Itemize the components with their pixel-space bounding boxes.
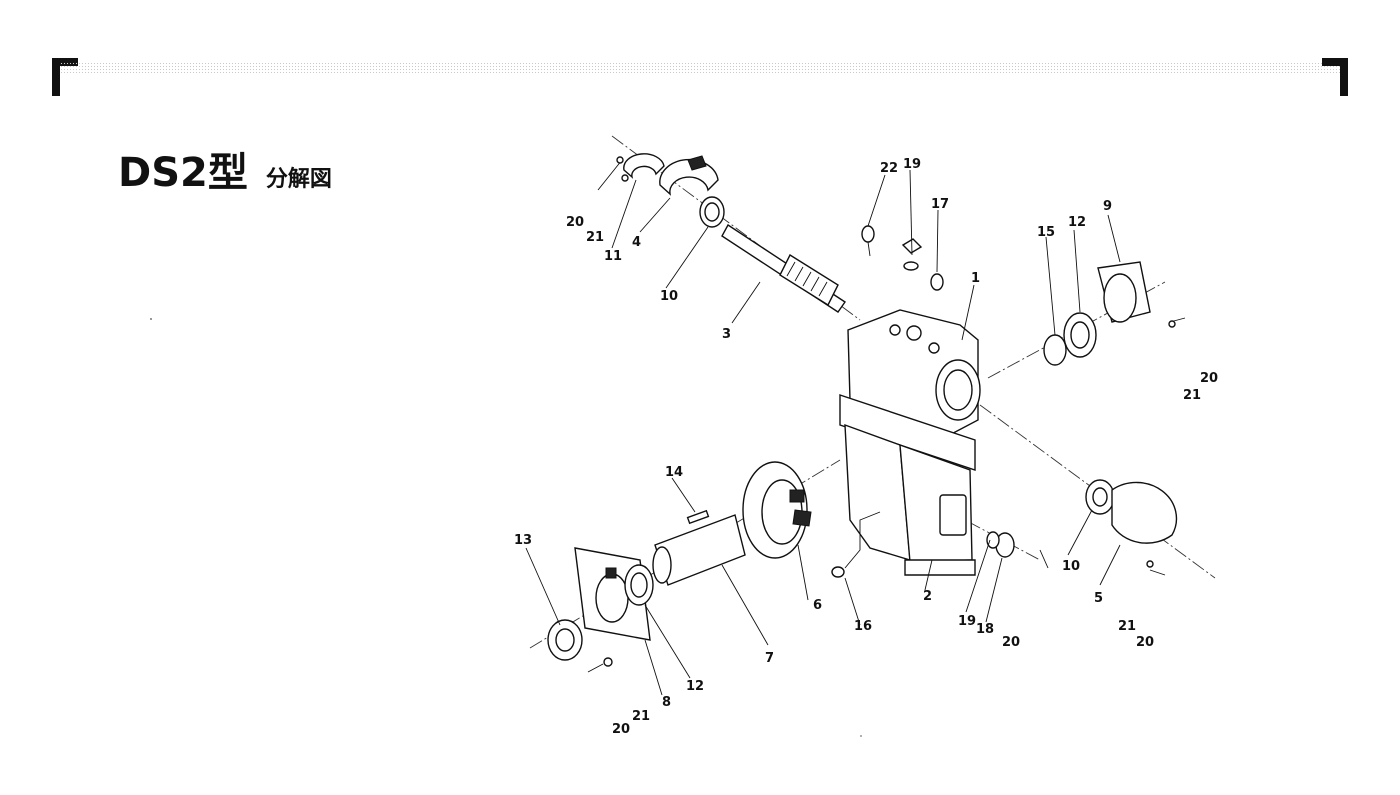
callout-20-top-left: 20 bbox=[566, 215, 584, 230]
callout-7: 7 bbox=[765, 651, 774, 666]
callout-12-lower: 12 bbox=[686, 679, 704, 694]
callout-22: 22 bbox=[880, 161, 898, 176]
callout-21-top-left: 21 bbox=[586, 230, 604, 245]
callout-20-lower-right: 20 bbox=[1136, 635, 1154, 650]
callout-16: 16 bbox=[854, 619, 872, 634]
callout-3: 3 bbox=[722, 327, 731, 342]
callout-9: 9 bbox=[1103, 199, 1112, 214]
callout-14: 14 bbox=[665, 465, 683, 480]
callout-19-upper: 19 bbox=[903, 157, 921, 172]
callout-8: 8 bbox=[662, 695, 671, 710]
callout-19-lower: 19 bbox=[958, 614, 976, 629]
worm-shaft bbox=[721, 223, 846, 313]
worm-gear bbox=[742, 461, 812, 559]
header-dotted-band bbox=[60, 62, 1340, 74]
left-cover-assembly bbox=[547, 547, 654, 661]
right-lower-cover bbox=[1085, 479, 1178, 544]
callout-10-upper: 10 bbox=[660, 289, 678, 304]
callout-20-right: 20 bbox=[1200, 371, 1218, 386]
callout-11: 11 bbox=[604, 249, 622, 264]
callout-6: 6 bbox=[813, 598, 822, 613]
callout-5: 5 bbox=[1094, 591, 1103, 606]
right-cover-assembly bbox=[1043, 261, 1151, 366]
callout-17: 17 bbox=[931, 197, 949, 212]
callout-20-middle: 20 bbox=[1002, 635, 1020, 650]
callout-2: 2 bbox=[923, 589, 932, 604]
model-title: DS2型 bbox=[118, 150, 248, 196]
stray-mark bbox=[150, 318, 152, 320]
callout-12-upper: 12 bbox=[1068, 215, 1086, 230]
callout-21-bottom-left: 21 bbox=[632, 709, 650, 724]
callout-15: 15 bbox=[1037, 225, 1055, 240]
header-bar bbox=[52, 58, 1348, 96]
callout-20-bottom-left: 20 bbox=[612, 722, 630, 737]
right-corner-bracket bbox=[1322, 58, 1348, 96]
page-title: DS2型 分解図 bbox=[118, 140, 332, 198]
callout-21-right: 21 bbox=[1183, 388, 1201, 403]
gearbox-housing bbox=[839, 309, 981, 576]
fasteners bbox=[587, 156, 1186, 673]
output-shaft bbox=[652, 509, 746, 586]
callout-10-lower: 10 bbox=[1062, 559, 1080, 574]
callout-4: 4 bbox=[632, 235, 641, 250]
callout-numbers: 1 2 3 4 5 6 7 8 9 10 10 11 12 12 13 14 1… bbox=[514, 157, 1218, 737]
callout-21-lower-right: 21 bbox=[1118, 619, 1136, 634]
callout-13: 13 bbox=[514, 533, 532, 548]
callout-1: 1 bbox=[971, 271, 980, 286]
stray-mark bbox=[860, 735, 862, 737]
diagram-subtitle: 分解図 bbox=[265, 167, 332, 192]
leader-lines bbox=[525, 169, 1121, 696]
callout-18: 18 bbox=[976, 622, 994, 637]
top-left-cover bbox=[623, 153, 725, 228]
